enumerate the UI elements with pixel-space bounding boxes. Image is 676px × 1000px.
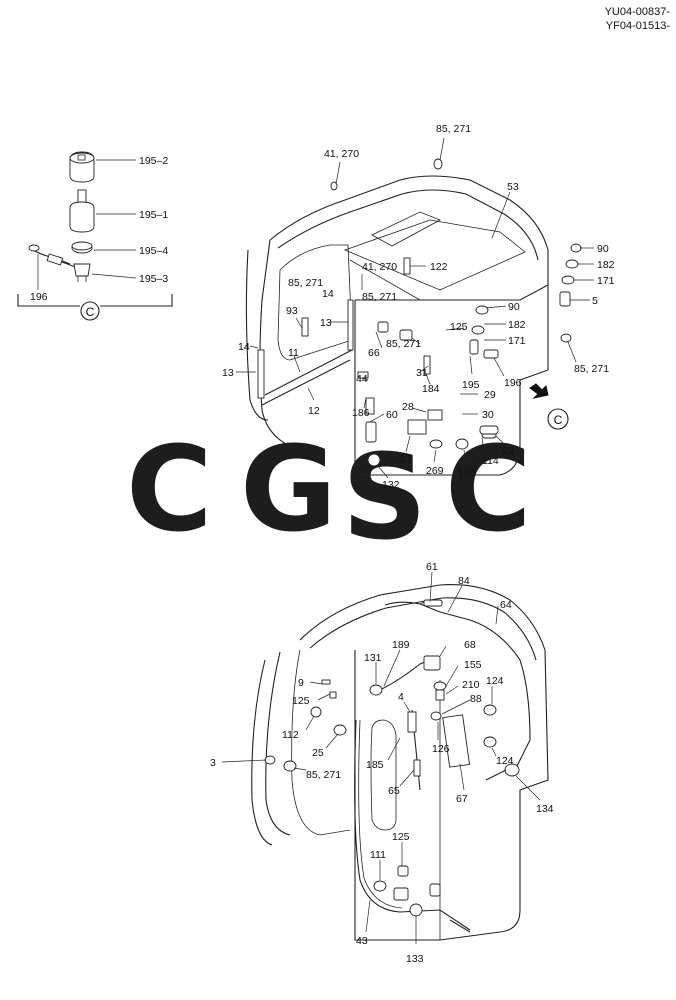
label-14-upper: 14: [322, 288, 334, 300]
label-44: 44: [356, 373, 368, 385]
label-41-270-top: 41, 270: [324, 148, 359, 160]
label-14-lower: 14: [238, 341, 250, 353]
label-28: 28: [402, 401, 414, 413]
label-195-3: 195–3: [139, 273, 168, 285]
label-131: 131: [364, 652, 382, 664]
arrow-to-detail-c: [529, 383, 549, 399]
label-88: 88: [470, 693, 482, 705]
label-12: 12: [308, 405, 320, 417]
label-43: 43: [356, 935, 368, 947]
label-124-lower: 124: [496, 755, 514, 767]
label-84: 84: [458, 575, 470, 587]
label-13-lower: 13: [222, 367, 234, 379]
view-c-marker: [547, 408, 569, 430]
label-114: 114: [482, 455, 499, 467]
label-126: 126: [432, 743, 450, 755]
label-85-271-center: 85, 271: [386, 338, 421, 350]
document-code-1: YU04-00837-: [604, 6, 670, 18]
watermark-letter-c1: C: [126, 420, 213, 558]
detail-c-marker: [80, 301, 100, 321]
label-85-271-lower: 85, 271: [306, 769, 341, 781]
part-27-shape: [407, 419, 427, 435]
label-90-mid: 90: [508, 301, 520, 313]
label-171-mid: 171: [508, 335, 526, 347]
label-9: 9: [298, 677, 304, 689]
label-195-4: 195–4: [139, 245, 168, 257]
label-189: 189: [392, 639, 410, 651]
label-5: 5: [592, 295, 598, 307]
label-122: 122: [430, 261, 448, 273]
part-195-3: [73, 263, 91, 282]
part-60-shape: [365, 421, 377, 443]
label-182-mid: 182: [508, 319, 526, 331]
part-195-2: [69, 151, 95, 183]
document-code-2: YF04-01513-: [605, 20, 670, 32]
label-125-lower: 125: [392, 831, 410, 843]
label-64: 64: [500, 599, 512, 611]
label-85-271-top: 85, 271: [436, 123, 471, 135]
label-31: 31: [416, 367, 428, 379]
watermark-logo: C G S C: [126, 420, 532, 566]
label-186: 186: [352, 407, 370, 419]
label-182-right: 182: [597, 259, 615, 271]
label-130: 130: [458, 467, 476, 479]
label-112: 112: [282, 729, 299, 741]
label-195-1: 195–1: [139, 209, 168, 221]
part-labels: 85, 271 41, 270 53 195–2 195–1 195–4 195…: [30, 123, 615, 965]
label-30: 30: [482, 409, 494, 421]
label-269: 269: [426, 465, 444, 477]
detail-view-c: C: [17, 151, 173, 321]
part-195-1: [69, 189, 95, 233]
label-134: 134: [536, 803, 554, 815]
leader-lines: [37, 137, 594, 944]
label-210: 210: [462, 679, 480, 691]
part-196-wire: [28, 244, 79, 269]
label-133: 133: [406, 953, 424, 965]
label-90-right: 90: [597, 243, 609, 255]
watermark-letter-g: G: [240, 420, 337, 558]
label-155: 155: [464, 659, 482, 671]
label-41-270-mid: 41, 270: [362, 261, 397, 273]
upper-cab-view: C: [245, 158, 582, 476]
label-60: 60: [386, 409, 398, 421]
label-85-271-mid: 85, 271: [362, 291, 397, 303]
label-85-271-left: 85, 271: [288, 277, 323, 289]
label-171-right: 171: [597, 275, 615, 287]
label-196-detail: 196: [30, 291, 48, 303]
label-68: 68: [464, 639, 476, 651]
label-132: 132: [382, 479, 400, 491]
watermark-letter-s: S: [342, 428, 427, 566]
label-53: 53: [507, 181, 519, 193]
label-65: 65: [388, 785, 400, 797]
label-184: 184: [422, 383, 440, 395]
label-25: 25: [312, 747, 324, 759]
detail-c-label: C: [86, 305, 95, 319]
label-27: 27: [400, 453, 412, 465]
label-85-271-right: 85, 271: [574, 363, 609, 375]
view-c-label: C: [554, 413, 563, 427]
label-13-upper: 13: [320, 317, 332, 329]
part-28-shape: [427, 409, 443, 421]
label-195: 195: [462, 379, 480, 391]
label-4: 4: [398, 691, 404, 703]
label-185: 185: [366, 759, 384, 771]
label-29: 29: [484, 389, 496, 401]
label-93: 93: [286, 305, 298, 317]
lower-cab-view: [251, 584, 549, 941]
label-125-mid: 125: [292, 695, 310, 707]
label-66: 66: [368, 347, 380, 359]
label-3: 3: [210, 757, 216, 769]
label-111: 111: [370, 849, 386, 861]
part-195-4: [71, 241, 93, 254]
label-124-upper: 124: [486, 675, 504, 687]
label-196: 196: [504, 377, 522, 389]
label-23: 23: [502, 445, 514, 457]
label-11: 11: [288, 347, 299, 359]
label-125-upper: 125: [450, 321, 468, 333]
label-61: 61: [426, 561, 438, 573]
label-67: 67: [456, 793, 468, 805]
label-195-2: 195–2: [139, 155, 168, 167]
